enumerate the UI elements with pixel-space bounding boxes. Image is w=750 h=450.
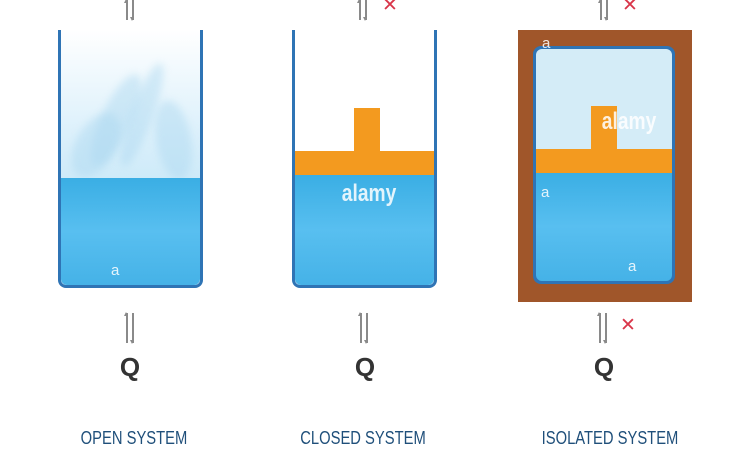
mass-exchange-arrows-icon: [123, 0, 137, 21]
steam-vapor: [61, 30, 200, 186]
piston-plate: [536, 149, 672, 173]
water: [536, 172, 672, 281]
system-label: OPEN SYSTEM: [80, 428, 188, 448]
watermark-mark: a: [628, 258, 637, 275]
piston-plate: [295, 151, 434, 175]
watermark: alamy: [601, 108, 657, 135]
mass-exchange-arrows-icon: [356, 0, 370, 21]
blocked-icon: ✕: [622, 0, 638, 16]
heat-symbol: Q: [119, 352, 141, 382]
blocked-icon: ✕: [620, 314, 636, 336]
heat-symbol: Q: [354, 352, 376, 382]
system-label: CLOSED SYSTEM: [300, 428, 426, 448]
water: [61, 178, 200, 285]
piston-rod: [354, 108, 380, 152]
watermark-mark: a: [542, 35, 551, 52]
isolated-vessel: alamy a a: [533, 46, 675, 284]
open-vessel: a: [58, 30, 203, 288]
heat-symbol: Q: [593, 352, 615, 382]
system-label: ISOLATED SYSTEM: [541, 428, 679, 448]
heat-exchange-arrows-icon: [123, 312, 137, 344]
blocked-icon: ✕: [382, 0, 398, 16]
mass-exchange-arrows-icon: [597, 0, 611, 21]
watermark-mark: a: [541, 184, 550, 201]
heat-exchange-arrows-icon: [596, 312, 610, 344]
water: [295, 175, 434, 285]
closed-vessel: alamy: [292, 30, 437, 288]
watermark-mark: a: [111, 262, 120, 279]
piston-rod: [591, 106, 617, 150]
heat-exchange-arrows-icon: [357, 312, 371, 344]
watermark: alamy: [341, 180, 397, 207]
insulation-wall: alamy a a a: [518, 30, 692, 302]
